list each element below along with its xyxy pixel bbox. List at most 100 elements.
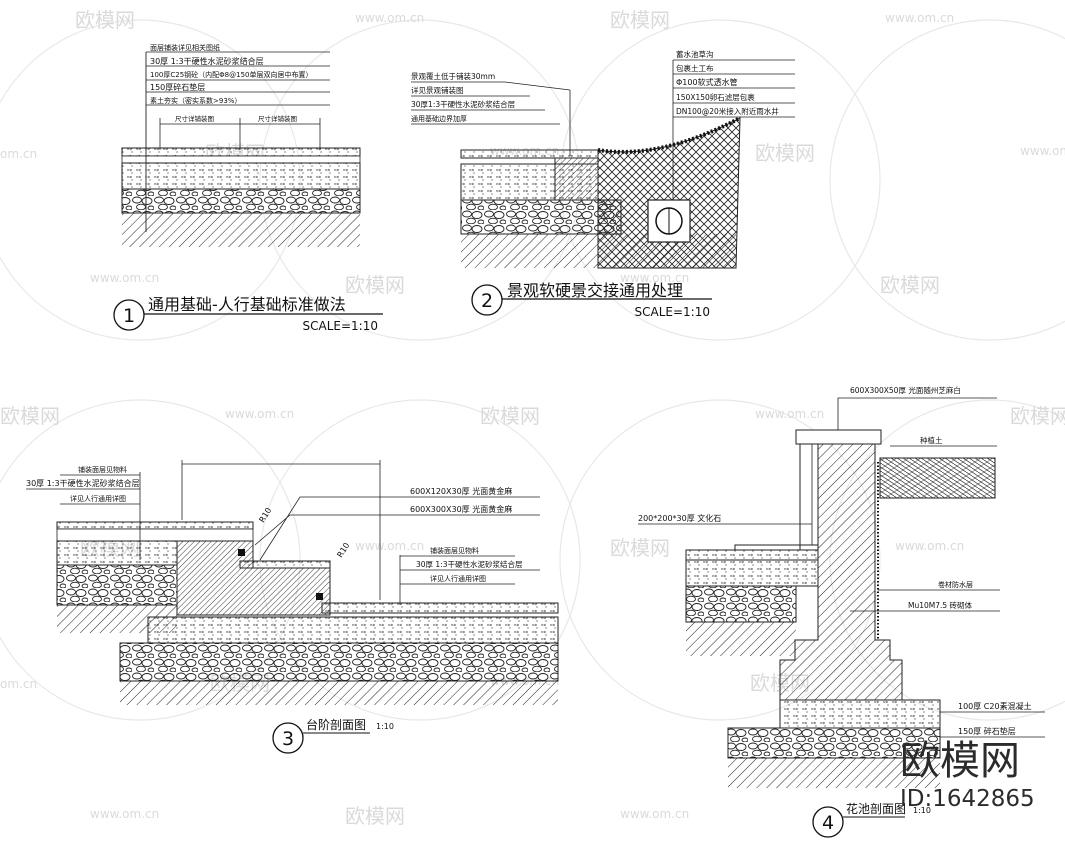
paving-layer — [460, 149, 599, 159]
layer-label: 铺装面层见物料 — [430, 546, 479, 555]
watermark-site: www.om.cn — [90, 271, 159, 285]
gravel-layer — [119, 642, 559, 682]
paving-layer — [685, 549, 819, 561]
layer-label: 150X150卵石滤层包裹 — [676, 92, 755, 102]
watermark-site: www.om.cn — [90, 807, 159, 821]
layer-label: DN100@20米接入附近雨水井 — [676, 106, 779, 116]
watermark-brand: 欧模网 — [610, 536, 670, 560]
concrete-layer — [56, 540, 178, 566]
layer-label: 150厚碎石垫层 — [150, 82, 205, 92]
step-nosing — [316, 593, 323, 600]
watermark-site: www.om.cn — [620, 807, 689, 821]
watermark-site: www.om.cn — [885, 11, 954, 25]
watermark-site: www.om.cn — [355, 11, 424, 25]
layer-label: 蓄水池草沟 — [676, 49, 714, 59]
brand-name: 欧模网 — [900, 738, 1020, 784]
detail-scale: SCALE=1:10 — [303, 319, 378, 333]
layer-label: Mu10M7.5 砖砌体 — [908, 600, 973, 610]
detail-number-circle — [812, 806, 844, 838]
soil-layer — [120, 681, 558, 705]
gravel-layer — [460, 199, 622, 235]
layer-label: 面层铺装详见相关图纸 — [150, 43, 220, 52]
dim-label: 尺寸详铺装图 — [175, 114, 214, 123]
layer-label: 详见景观铺装图 — [411, 85, 464, 95]
layer-label: 30厚 1:3干硬性水泥砂浆结合层 — [26, 478, 140, 488]
watermark-brand: 欧模网 — [480, 404, 540, 428]
gravel-layer — [121, 188, 361, 214]
gravel-base — [727, 727, 941, 759]
layer-label: 景观覆土低于铺装30mm — [411, 71, 495, 81]
watermark-site: www.om.cn — [1020, 144, 1065, 158]
watermark-site: www.om.cn — [620, 271, 689, 285]
layer-label: 卷材防水层 — [938, 580, 973, 589]
layer-label: 100厚C25钢砼（内配Φ8@150单层双向居中布置） — [150, 70, 312, 79]
layer-label: Φ100软式透水管 — [676, 77, 738, 87]
watermark-edge: om.cn — [0, 147, 37, 161]
layer-label: 600X300X50厚 光面随州芝麻白 — [850, 385, 961, 395]
detail-scale: SCALE=1:10 — [635, 305, 710, 319]
concrete-layer — [685, 559, 819, 587]
detail-title: 景观软硬景交接通用处理 — [507, 281, 683, 300]
detail-number-circle — [113, 299, 145, 331]
watermark-brand: 欧模网 — [345, 273, 405, 297]
detail-title: 花池剖面图 — [846, 801, 906, 816]
detail-3-step-section: 铺装面层见物料 30厚 1:3干硬性水泥砂浆结合层 详见人行通用详图 600X1… — [26, 460, 559, 754]
step-nosing — [238, 549, 245, 556]
paving-layer — [121, 147, 361, 157]
concrete-layer — [147, 616, 559, 644]
radius-label: R10 — [257, 506, 273, 524]
layer-label: 100厚 C20素混凝土 — [958, 701, 1032, 711]
detail-1-paving-foundation: 尺寸详铺装图 尺寸详铺装图 面层铺装详见相关图纸 30厚 1:3干硬性水泥砂浆结… — [113, 43, 383, 333]
mortar-layer — [121, 155, 361, 164]
detail-number: 2 — [481, 290, 493, 312]
layer-label: 详见人行通用详图 — [70, 494, 126, 503]
watermark-site: www.om.cn — [355, 539, 424, 553]
soil-base — [728, 758, 940, 788]
detail-number: 3 — [282, 728, 294, 750]
edge-beam — [554, 157, 599, 201]
mortar-layer — [56, 528, 254, 542]
gravel-layer — [685, 585, 797, 623]
concrete-layer — [121, 162, 361, 190]
layer-label: 150厚 碎石垫层 — [958, 726, 1016, 736]
watermark-site: www.om.cn — [755, 407, 824, 421]
watermark-edge: om.cn — [0, 677, 37, 691]
detail-number: 1 — [123, 305, 135, 327]
layer-label: 通用基础边界加厚 — [411, 114, 467, 123]
detail-4-planter-section: 600X300X50厚 光面随州芝麻白 种植土 200*200*30厚 文化石 … — [638, 385, 1045, 838]
detail-number-circle — [471, 284, 503, 316]
detail-number: 4 — [822, 812, 834, 834]
coping-stone — [795, 429, 882, 445]
soil-layer — [122, 213, 360, 247]
detail-scale: 1:10 — [913, 806, 931, 815]
planting-soil — [597, 117, 741, 269]
layer-label: 包裹土工布 — [676, 63, 714, 73]
watermark-brand: 欧模网 — [1010, 404, 1065, 428]
detail-2-soft-hard-junction: 景观覆土低于铺装30mm 详见景观铺装图 30厚1:3干硬性水泥砂浆结合层 通用… — [411, 49, 795, 319]
detail-title: 台阶剖面图 — [306, 717, 366, 732]
layer-label: 30厚 1:3干硬性水泥砂浆结合层 — [416, 559, 523, 569]
layer-label: 铺装面层见物料 — [78, 465, 127, 474]
brand-logo: 欧模网 ID:1642865 — [900, 738, 1035, 812]
layer-label: 600X300X30厚 光面黄金麻 — [410, 504, 512, 514]
watermark-brand: 欧模网 — [880, 273, 940, 297]
concrete-footing — [779, 699, 941, 729]
detail-scale: 1:10 — [376, 722, 394, 731]
layer-label: 30厚 1:3干硬性水泥砂浆结合层 — [150, 56, 264, 66]
watermark-brand: 欧模网 — [345, 804, 405, 828]
wall-facing — [734, 443, 819, 551]
detail-title: 通用基础-人行基础标准做法 — [148, 295, 346, 314]
watermark-brand: 欧模网 — [75, 8, 135, 32]
layer-label: 600X120X30厚 光面黄金麻 — [410, 486, 512, 496]
step-tread — [239, 560, 331, 569]
planting-soil — [879, 457, 996, 499]
paving-layer — [56, 521, 254, 530]
step-concrete — [176, 540, 331, 616]
radius-label: R10 — [335, 541, 351, 559]
watermark-brand: 欧模网 — [0, 404, 60, 428]
watermark-brand: 欧模网 — [610, 8, 670, 32]
layer-label: 200*200*30厚 文化石 — [638, 513, 721, 523]
gravel-layer — [56, 564, 178, 606]
soil-layer — [686, 622, 796, 656]
